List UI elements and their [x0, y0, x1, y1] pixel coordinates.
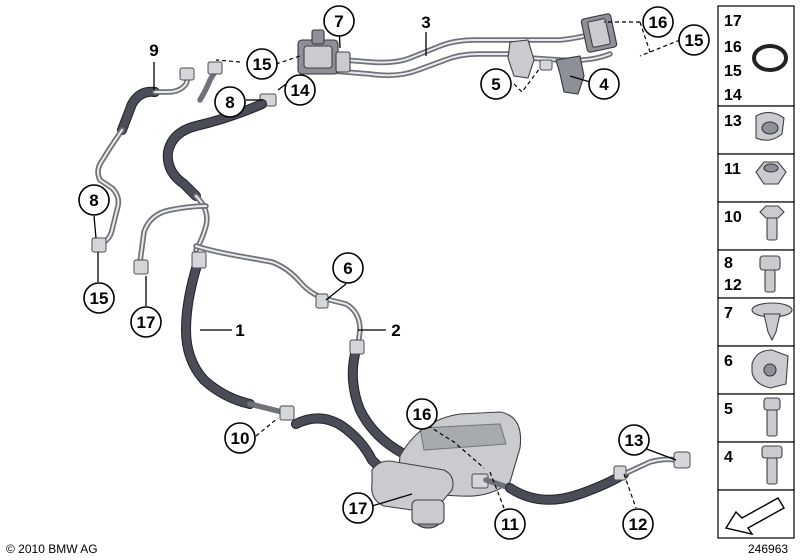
- callout-label: 17: [137, 313, 156, 332]
- callout-label: 11: [501, 515, 519, 534]
- panel-label: 8: [724, 255, 733, 272]
- callout-label: 10: [231, 429, 250, 448]
- callout-label: 1: [235, 321, 244, 340]
- callout-label: 15: [253, 55, 272, 74]
- expanding-rivet-icon: [751, 302, 793, 342]
- callout-17-left: 17: [130, 306, 162, 338]
- expansion-valve-block: [297, 29, 351, 75]
- panel-label: 17: [724, 13, 742, 30]
- callout-16-bottom: 16: [406, 398, 438, 430]
- callout-label: 15: [685, 31, 704, 50]
- callout-label: 15: [90, 289, 109, 308]
- hose-12: [483, 451, 691, 505]
- panel-label: 15: [724, 63, 742, 80]
- callout-8-left: 8: [78, 184, 110, 216]
- diagram-id: 246963: [748, 542, 788, 556]
- callout-8-top: 8: [214, 86, 246, 118]
- o-ring-icon: [752, 44, 788, 72]
- callout-2: 2: [391, 321, 400, 340]
- hex-bolt-icon: [759, 205, 785, 241]
- callout-15-top-right: 15: [678, 24, 710, 56]
- panel-label: 14: [724, 87, 742, 104]
- callout-16-top: 16: [642, 6, 674, 38]
- callout-label: 13: [625, 431, 644, 450]
- panel-label: 12: [724, 277, 742, 294]
- parts-illustration: [91, 13, 691, 529]
- callout-6: 6: [332, 252, 364, 284]
- left-upper-pipes: [91, 61, 277, 253]
- callout-15-left: 15: [83, 282, 115, 314]
- panel-row-pipe-clip: 6: [717, 345, 795, 395]
- callout-9: 9: [149, 41, 158, 60]
- callout-14: 14: [284, 74, 316, 106]
- hose-clip-icon: [755, 111, 785, 141]
- hose-2: [347, 339, 435, 471]
- panel-row-bolt-10: 10: [717, 201, 795, 251]
- callout-label: 2: [391, 321, 400, 340]
- callout-label: 14: [291, 81, 310, 100]
- callout-label: 5: [491, 75, 500, 94]
- callout-12: 12: [622, 508, 654, 540]
- callout-label: 9: [149, 41, 158, 60]
- bracket-parts: [507, 39, 585, 95]
- callout-label: 12: [629, 515, 648, 534]
- socket-screw-icon: [759, 255, 781, 293]
- flange-screw-icon: [761, 445, 783, 485]
- panel-row-arrow: [717, 489, 795, 539]
- callout-7-top: 7: [323, 5, 355, 37]
- callout-label: 4: [599, 75, 609, 94]
- callout-3: 3: [421, 13, 430, 32]
- panel-row-clip: 13: [717, 105, 795, 155]
- callout-label: 16: [413, 405, 432, 424]
- callout-label: 3: [421, 13, 430, 32]
- panel-label: 7: [724, 305, 733, 322]
- panel-label: 6: [724, 353, 733, 370]
- callout-1: 1: [235, 321, 244, 340]
- callout-label: 6: [343, 259, 352, 278]
- hose-10: [291, 413, 385, 473]
- panel-row-screw-5: 5: [717, 393, 795, 443]
- panel-row-nut: 11: [717, 153, 795, 203]
- panel-label: 11: [724, 161, 741, 178]
- callout-11: 11: [494, 508, 526, 540]
- panel-label: 10: [724, 209, 742, 226]
- panel-label: 5: [724, 401, 733, 418]
- panel-label: 13: [724, 113, 742, 130]
- pipe-clip-icon: [751, 349, 789, 389]
- leader-lines: [93, 21, 681, 509]
- crossover-pipe: [193, 243, 363, 349]
- callout-label: 8: [225, 93, 234, 112]
- ac-compressor: [371, 411, 522, 529]
- panel-row-screw-8-12: 8 12: [717, 249, 795, 299]
- callout-10: 10: [224, 422, 256, 454]
- callout-label: 17: [349, 499, 368, 518]
- hose-1: [181, 251, 295, 421]
- panel-label: 16: [724, 39, 742, 56]
- callout-15-top-left: 15: [246, 48, 278, 80]
- callout-label: 16: [649, 13, 668, 32]
- callout-13: 13: [618, 424, 650, 456]
- panel-row-rivet: 7: [717, 297, 795, 347]
- callout-17-bottom: 17: [342, 492, 374, 524]
- callout-label: 8: [89, 191, 98, 210]
- direction-arrow-icon: [724, 497, 785, 536]
- parts-panel: 17 16 15 14 13 11 10: [717, 5, 795, 539]
- callout-5: 5: [480, 68, 512, 100]
- hex-nut-icon: [755, 161, 787, 185]
- panel-row-seal: 17 16 15 14: [717, 5, 795, 107]
- cap-screw-icon: [763, 397, 781, 437]
- callout-4: 4: [588, 68, 620, 100]
- copyright-text: © 2010 BMW AG: [6, 542, 98, 556]
- panel-row-screw-4: 4: [717, 441, 795, 491]
- callout-label: 7: [334, 12, 343, 31]
- panel-label: 4: [724, 449, 733, 466]
